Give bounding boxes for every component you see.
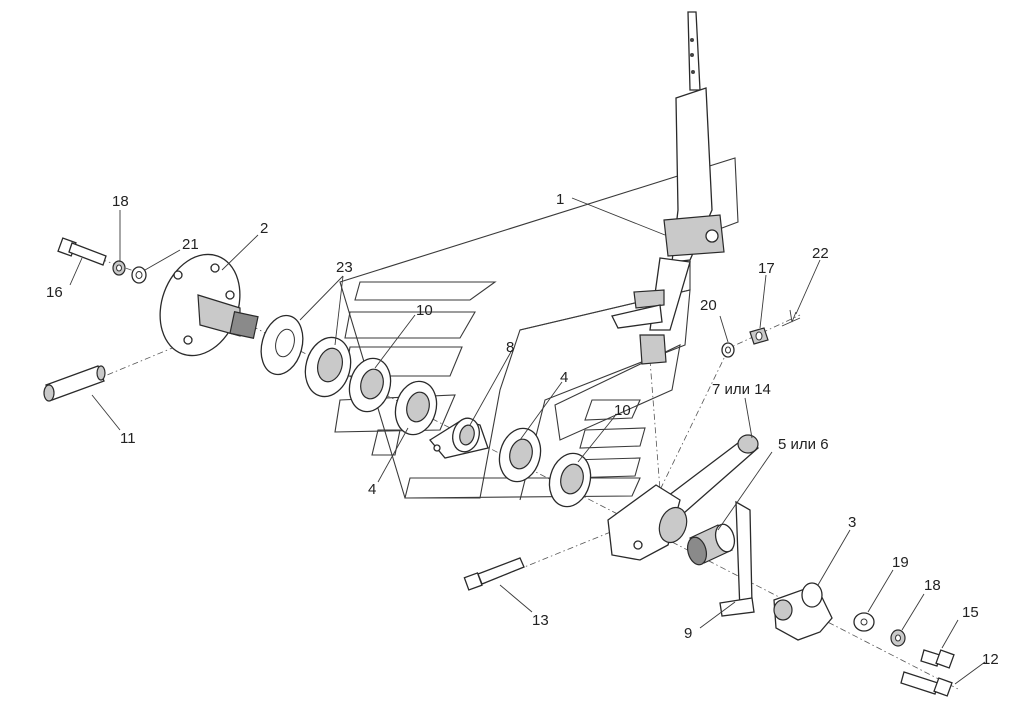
part-18-nut-left [112,260,126,276]
label-4-upper: 4 [560,369,568,386]
label-8: 8 [506,339,514,356]
part-2-flange [159,253,259,357]
label-11: 11 [120,430,136,447]
part-20-washer [721,342,735,358]
part-22-cotter-pin [781,309,801,327]
label-10-upper: 10 [416,302,433,319]
part-12-bolt [900,671,953,697]
label-16: 16 [46,284,63,301]
part-23-washer [260,314,304,376]
label-17: 17 [758,260,775,277]
part-5-bushing [686,523,736,566]
label-15: 15 [962,604,979,621]
label-1: 1 [556,191,564,208]
label-18-left: 18 [112,193,129,210]
leader-lines [69,197,986,685]
part-10-washer-b [548,452,592,508]
part-seal-ring [304,336,352,398]
part-19-washer [853,612,875,632]
label-7-or-14: 7 или 14 [712,381,771,398]
part-13-bolt [463,557,525,591]
label-23: 23 [336,259,353,276]
part-3-cam-plate [773,582,833,641]
part-16-bolt [57,237,107,266]
label-9: 9 [684,625,692,642]
label-10-lower: 10 [614,402,631,419]
label-2: 2 [260,220,268,237]
label-5-or-6: 5 или 6 [778,436,829,453]
part-4-washer-a [394,380,438,436]
part-15-bolt [920,649,955,669]
part-labels: 1 2 3 4 4 5 или 6 7 или 14 8 9 10 10 11 … [46,191,999,668]
part-21-washer [131,266,147,284]
part-9-bracket [719,500,755,617]
part-8-lockplate [429,417,489,459]
label-3: 3 [848,514,856,531]
label-18-right: 18 [924,577,941,594]
part-7-lever-arm [607,434,760,561]
part-10-washer-a [348,357,392,413]
label-4-lower: 4 [368,481,376,498]
part-18-nut-right [890,629,906,647]
label-12: 12 [982,651,999,668]
label-22: 22 [812,245,829,262]
part-17-nut [749,327,769,345]
label-21: 21 [182,236,199,253]
label-13: 13 [532,612,549,629]
label-20: 20 [700,297,717,314]
part-1-pedal-post [611,11,725,365]
label-19: 19 [892,554,909,571]
part-4-washer-b [498,427,542,483]
part-11-pin [43,365,106,402]
